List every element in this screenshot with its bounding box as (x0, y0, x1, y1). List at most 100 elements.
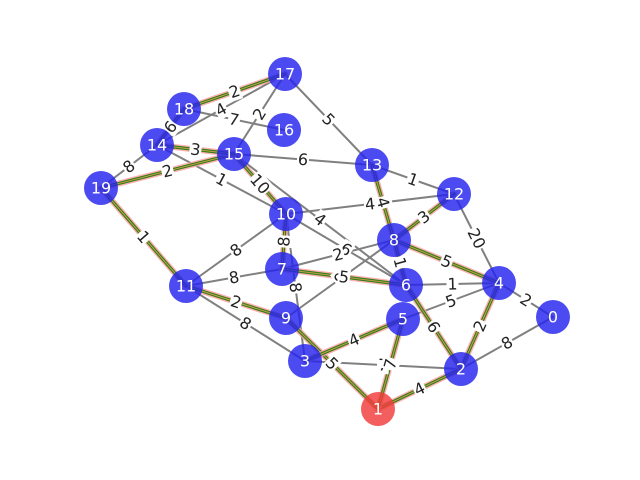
node-16: 16 (267, 113, 301, 147)
node-label: 16 (274, 121, 294, 140)
node-0: 0 (536, 300, 570, 334)
edge-weight-text: 4 (372, 195, 393, 210)
node-8: 8 (377, 223, 411, 257)
node-label: 17 (275, 65, 295, 84)
node-label: 8 (389, 231, 399, 250)
node-label: 13 (362, 156, 382, 175)
node-circle (167, 92, 201, 126)
node-circle (437, 177, 471, 211)
edge-weight-label: 8 (118, 155, 140, 178)
edge-weight-label: 8 (226, 267, 242, 288)
node-label: 18 (174, 100, 194, 119)
edge-weight-label: 5 (437, 251, 456, 272)
node-label: 7 (277, 260, 287, 279)
edge-weight-label: 2 (329, 244, 347, 265)
edge-weight-label: 1 (446, 274, 459, 294)
node-label: 14 (147, 136, 167, 155)
node-label: 9 (281, 309, 291, 328)
edge-weight-label: 2 (227, 291, 245, 313)
edge-weight-label: 6 (296, 150, 310, 170)
node-17: 17 (268, 57, 302, 91)
edge-weight-text: 8 (285, 281, 305, 294)
node-11: 11 (169, 269, 203, 303)
edge-weight-label: 4 (344, 329, 364, 351)
node-10: 10 (269, 197, 303, 231)
node-5: 5 (386, 302, 420, 336)
edge-weight-text: 1 (447, 274, 458, 293)
node-2: 2 (444, 352, 478, 386)
edge-weight-text: 2 (160, 161, 175, 182)
edge-weight-label: 5 (442, 290, 460, 312)
edge-weight-text: 5 (338, 267, 351, 287)
edge-weight-label: 1 (390, 254, 411, 271)
edge-weight-label: 8 (285, 280, 306, 295)
node-14: 14 (140, 128, 174, 162)
edge-weight-label: 2 (248, 104, 271, 124)
node-label: 1 (373, 400, 383, 419)
node-circle (386, 302, 420, 336)
node-label: 2 (456, 360, 466, 379)
edge-weight-label: 2 (516, 289, 536, 311)
node-circle (355, 148, 389, 182)
node-circle (377, 223, 411, 257)
edge-weight-text: 8 (227, 267, 240, 287)
node-label: 0 (548, 308, 558, 327)
node-circle (265, 252, 299, 286)
edge-weight-label: 1 (404, 169, 422, 190)
node-label: 11 (176, 277, 196, 296)
edge-weight-label: 7 (380, 355, 401, 373)
highlighted-node-circle (361, 392, 395, 426)
edge-weight-text: 1 (390, 255, 411, 270)
edge-weight-text: 6 (297, 150, 309, 170)
edge-weight-text: 3 (189, 139, 201, 159)
edge-weight-text: 8 (274, 236, 294, 248)
node-label: 3 (300, 352, 310, 371)
node-6: 6 (389, 268, 423, 302)
edge-weight-label: 20 (463, 224, 490, 253)
node-circle (444, 352, 478, 386)
node-7: 7 (265, 252, 299, 286)
node-19: 19 (84, 171, 118, 205)
edge-weight-label: 1 (211, 169, 232, 190)
node-circle (84, 171, 118, 205)
edge-weight-label: 8 (497, 332, 517, 354)
node-circle (269, 301, 303, 335)
node-18: 18 (167, 92, 201, 126)
edge-weight-label: 2 (469, 316, 491, 336)
node-12: 12 (437, 177, 471, 211)
node-circle (217, 137, 251, 171)
node-label: 6 (401, 276, 411, 295)
edge-weight-label: 2 (159, 161, 176, 182)
node-circle (267, 113, 301, 147)
node-label: 19 (91, 179, 111, 198)
edge-weight-label: 3 (188, 139, 203, 160)
node-label: 4 (494, 274, 504, 293)
node-circle (482, 266, 516, 300)
node-label: 10 (276, 205, 296, 224)
edge-weight-text: 4 (364, 194, 376, 214)
node-circle (536, 300, 570, 334)
node-15: 15 (217, 137, 251, 171)
node-label: 12 (444, 185, 464, 204)
edge-weight-label: 2 (225, 81, 244, 102)
node-circle (169, 269, 203, 303)
edge-weight-text: 2 (331, 244, 346, 265)
edge-weight-label: 4 (372, 194, 394, 211)
node-1: 1 (361, 392, 395, 426)
node-circle (140, 128, 174, 162)
edge-weight-label: 8 (274, 234, 294, 249)
node-3: 3 (288, 344, 322, 378)
node-circle (269, 197, 303, 231)
node-label: 15 (224, 145, 244, 164)
node-4: 4 (482, 266, 516, 300)
node-9: 9 (269, 301, 303, 335)
node-circle (389, 268, 423, 302)
node-circle (268, 57, 302, 91)
edge-weight-text: 7 (380, 357, 401, 372)
node-13: 13 (355, 148, 389, 182)
edge-weight-label: 8 (235, 312, 256, 335)
node-label: 5 (398, 310, 408, 329)
edge-weight-text: 20 (463, 225, 489, 252)
